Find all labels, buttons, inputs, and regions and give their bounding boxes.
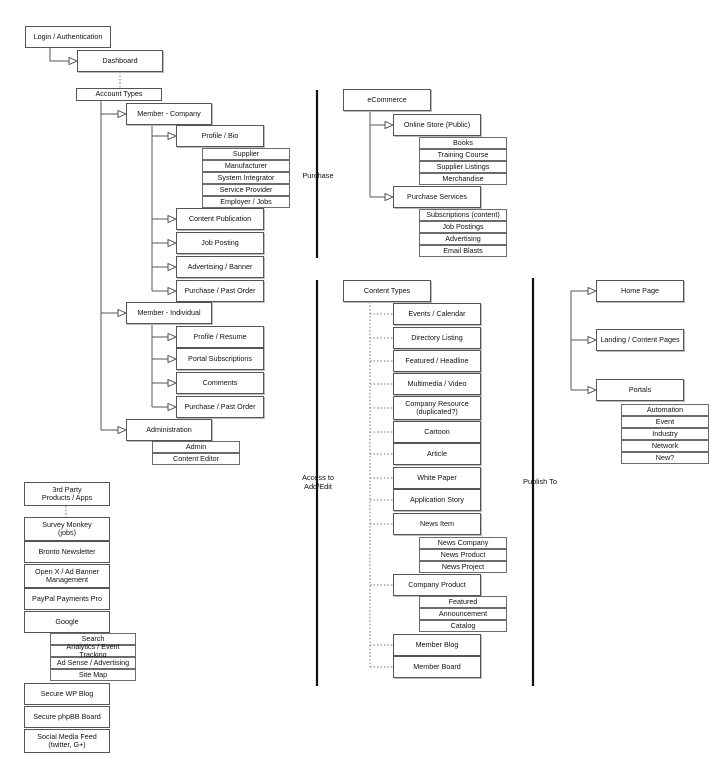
content-type-7: Article bbox=[393, 443, 481, 465]
content-type-8: White Paper bbox=[393, 467, 481, 489]
google-item-1: Search bbox=[50, 633, 136, 645]
content-type-6: Cartoon bbox=[393, 421, 481, 443]
member-company-box: Member - Company bbox=[126, 103, 212, 125]
content-type-5: Company Resource (duplicated?) bbox=[393, 396, 481, 420]
profile-bio-item-5: Employer / Jobs bbox=[202, 196, 290, 208]
third-party-item-3: Open X / Ad Banner Management bbox=[24, 564, 110, 588]
section-label-access: Access to Add/Edit bbox=[301, 473, 335, 491]
profile-bio-item-2: Manufacturer bbox=[202, 160, 290, 172]
admin-item-2: Content Editor bbox=[152, 453, 240, 465]
content-publication-box: Content Publication bbox=[176, 208, 264, 230]
news-item-3: News Project bbox=[419, 561, 507, 573]
google-item-2: Analytics / Event Tracking bbox=[50, 642, 136, 659]
administration-box: Administration bbox=[126, 419, 212, 441]
news-item-1: News Company bbox=[419, 537, 507, 549]
account-types-box: Account Types bbox=[76, 88, 162, 101]
news-item-2: News Product bbox=[419, 549, 507, 561]
advertising-banner-box: Advertising / Banner bbox=[176, 256, 264, 278]
third-party-more-3: Social Media Feed (twitter, G+) bbox=[24, 729, 110, 753]
store-item-4: Merchandise bbox=[419, 173, 507, 185]
store-item-2: Training Course bbox=[419, 149, 507, 161]
third-party-item-2: Bronto Newsletter bbox=[24, 541, 110, 563]
company-product-box: Company Product bbox=[393, 574, 481, 596]
purchase-services-box: Purchase Services bbox=[393, 186, 481, 208]
landing-pages-box: Landing / Content Pages bbox=[596, 329, 684, 351]
connector-login-dashboard bbox=[49, 48, 77, 61]
admin-item-1: Admin bbox=[152, 441, 240, 453]
profile-bio-item-4: Service Provider bbox=[202, 184, 290, 196]
section-label-purchase: Purchase bbox=[302, 171, 334, 180]
portals-box: Portals bbox=[596, 379, 684, 401]
portal-subscriptions-box: Portal Subscriptions bbox=[176, 348, 264, 370]
member-blog-box: Member Blog bbox=[393, 634, 481, 656]
service-item-3: Advertising bbox=[419, 233, 507, 245]
section-label-publish: Publish To bbox=[523, 477, 557, 486]
portal-item-3: Industry bbox=[621, 428, 709, 440]
profile-bio-item-1: Supplier bbox=[202, 148, 290, 160]
login-box: Login / Authentication bbox=[25, 26, 111, 48]
third-party-more-1: Secure WP Blog bbox=[24, 683, 110, 705]
product-item-2: Announcement bbox=[419, 608, 507, 620]
content-type-4: Multimedia / Video bbox=[393, 373, 481, 395]
service-item-1: Subscriptions (content) bbox=[419, 209, 507, 221]
profile-bio-box: Profile / Bio bbox=[176, 125, 264, 147]
third-party-item-1: Survey Monkey (jobs) bbox=[24, 517, 110, 541]
purchase-past-order-box: Purchase / Past Order bbox=[176, 280, 264, 302]
content-type-3: Featured / Headline bbox=[393, 350, 481, 372]
individual-purchase-past-order-box: Purchase / Past Order bbox=[176, 396, 264, 418]
third-party-box: 3rd Party Products / Apps bbox=[24, 482, 110, 506]
profile-bio-item-3: System Integrator bbox=[202, 172, 290, 184]
content-type-9: Application Story bbox=[393, 489, 481, 511]
store-item-1: Books bbox=[419, 137, 507, 149]
home-page-box: Home Page bbox=[596, 280, 684, 302]
portal-item-2: Event bbox=[621, 416, 709, 428]
comments-box: Comments bbox=[176, 372, 264, 394]
portal-item-5: New? bbox=[621, 452, 709, 464]
content-type-10: News Item bbox=[393, 513, 481, 535]
profile-resume-box: Profile / Resume bbox=[176, 326, 264, 348]
dashboard-box: Dashboard bbox=[77, 50, 163, 72]
product-item-1: Featured bbox=[419, 596, 507, 608]
google-item-4: Site Map bbox=[50, 669, 136, 681]
google-item-3: Ad Sense / Advertising bbox=[50, 657, 136, 669]
content-types-box: Content Types bbox=[343, 280, 431, 302]
third-party-item-4: PayPal Payments Pro bbox=[24, 588, 110, 610]
service-item-4: Email Blasts bbox=[419, 245, 507, 257]
store-item-3: Supplier Listings bbox=[419, 161, 507, 173]
ecommerce-box: eCommerce bbox=[343, 89, 431, 111]
content-type-1: Events / Calendar bbox=[393, 303, 481, 325]
service-item-2: Job Postings bbox=[419, 221, 507, 233]
member-individual-box: Member - Individual bbox=[126, 302, 212, 324]
member-board-box: Member Board bbox=[393, 656, 481, 678]
product-item-3: Catalog bbox=[419, 620, 507, 632]
third-party-item-5: Google bbox=[24, 611, 110, 633]
third-party-more-2: Secure phpBB Board bbox=[24, 706, 110, 728]
portal-item-1: Automation bbox=[621, 404, 709, 416]
content-type-2: Directory Listing bbox=[393, 327, 481, 349]
portal-item-4: Network bbox=[621, 440, 709, 452]
job-posting-box: Job Posting bbox=[176, 232, 264, 254]
online-store-box: Online Store (Public) bbox=[393, 114, 481, 136]
